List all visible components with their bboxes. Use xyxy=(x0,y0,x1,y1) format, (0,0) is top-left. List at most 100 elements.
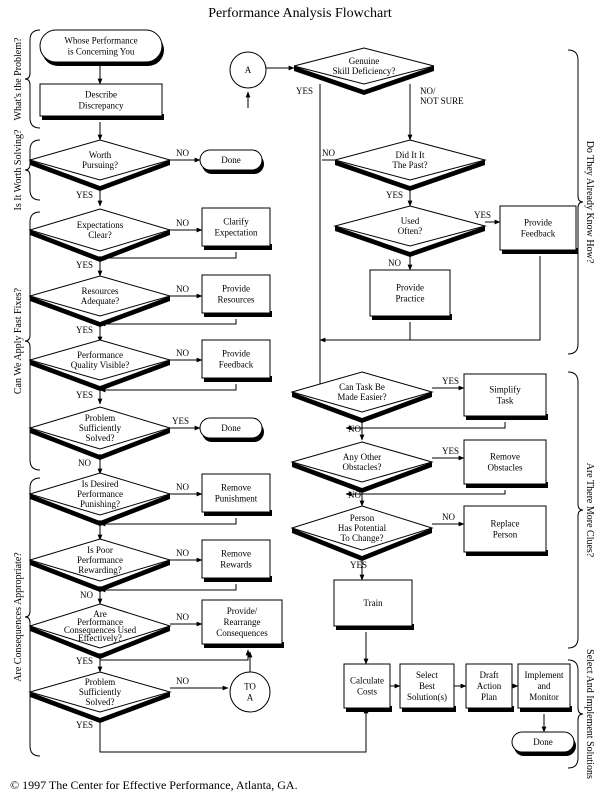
node-done-1 xyxy=(199,149,264,174)
label-yes: YES xyxy=(474,210,491,220)
label-no: NO xyxy=(80,590,93,600)
label-no: NO xyxy=(442,512,455,522)
label-no: NO xyxy=(348,424,361,434)
label-no-not-sure: NO/ xyxy=(420,86,436,96)
node-remove-obstacles xyxy=(463,439,548,488)
connector xyxy=(99,319,237,327)
decision-consequences-effective xyxy=(28,603,172,659)
decision-used-often xyxy=(333,205,487,257)
label-no: NO xyxy=(322,148,335,158)
page-title: Performance Analysis Flowchart xyxy=(208,6,392,21)
decision-potential-to-change xyxy=(290,505,434,561)
label-no: NO xyxy=(176,218,189,228)
node-done-1-label: Done xyxy=(221,155,241,165)
decision-problem-solved-2 xyxy=(28,671,172,723)
decision-genuine-skill-deficiency xyxy=(293,47,435,95)
copyright-footer: © 1997 The Center for Effective Performa… xyxy=(10,778,298,792)
label-no: NO xyxy=(348,490,361,500)
label-yes: YES xyxy=(76,260,93,270)
node-draft-action-plan xyxy=(465,663,514,712)
connector xyxy=(99,707,369,753)
connector xyxy=(345,422,506,431)
decision-task-easier xyxy=(290,371,434,423)
section-worth-solving-label: Is It Worth Solving? xyxy=(13,129,24,211)
connector xyxy=(345,490,506,497)
node-implement-monitor xyxy=(517,663,572,712)
node-select-best-solution xyxy=(399,663,456,712)
node-replace-person xyxy=(463,505,548,556)
node-done-3-label: Done xyxy=(533,737,553,747)
node-clarify-expectation xyxy=(201,207,272,250)
label-no: NO xyxy=(78,458,91,468)
section-more-clues-bracket xyxy=(567,371,584,649)
decision-resources-adequate xyxy=(28,275,172,327)
node-simplify-task xyxy=(463,373,548,420)
label-yes: YES xyxy=(350,560,367,570)
label-no: NO xyxy=(176,676,189,686)
section-whats-the-problem-bracket xyxy=(24,29,41,129)
node-remove-rewards xyxy=(201,539,272,582)
section-worth-solving-bracket xyxy=(24,139,41,201)
section-already-know-how-label: Do They Already Know How? xyxy=(584,141,595,264)
label-no-not-sure: NOT SURE xyxy=(420,96,464,106)
section-more-clues-label: Are There More Clues? xyxy=(584,463,595,558)
label-no: NO xyxy=(388,258,401,268)
connector xyxy=(99,584,237,593)
node-describe-discrepancy xyxy=(39,83,164,120)
label-yes: YES xyxy=(76,325,93,335)
label-no: NO xyxy=(176,548,189,558)
label-no: NO xyxy=(176,348,189,358)
section-consequences-bracket xyxy=(24,477,41,757)
connector xyxy=(99,518,237,527)
decision-poor-rewarding xyxy=(28,538,172,592)
decision-expectations-clear xyxy=(28,208,172,262)
label-yes: YES xyxy=(442,376,459,386)
label-no: NO xyxy=(176,612,189,622)
node-whose-performance xyxy=(39,29,164,66)
label-yes: YES xyxy=(76,656,93,666)
section-fast-fixes-bracket xyxy=(24,211,41,471)
label-no: NO xyxy=(176,284,189,294)
node-provide-feedback-1 xyxy=(201,339,272,382)
decision-did-it-in-past xyxy=(333,139,487,191)
connector-a-label: A xyxy=(245,65,252,75)
node-provide-feedback-2 xyxy=(499,205,578,254)
label-no: NO xyxy=(176,148,189,158)
decision-worth-pursuing xyxy=(28,139,172,191)
node-provide-resources xyxy=(201,274,272,317)
decision-desired-punishing xyxy=(28,472,172,526)
node-calculate-costs xyxy=(343,663,392,712)
decision-quality-visible xyxy=(28,339,172,391)
section-select-implement-bracket xyxy=(567,659,584,769)
section-whats-the-problem-label: What's the Problem? xyxy=(13,37,24,120)
node-train xyxy=(333,579,414,630)
